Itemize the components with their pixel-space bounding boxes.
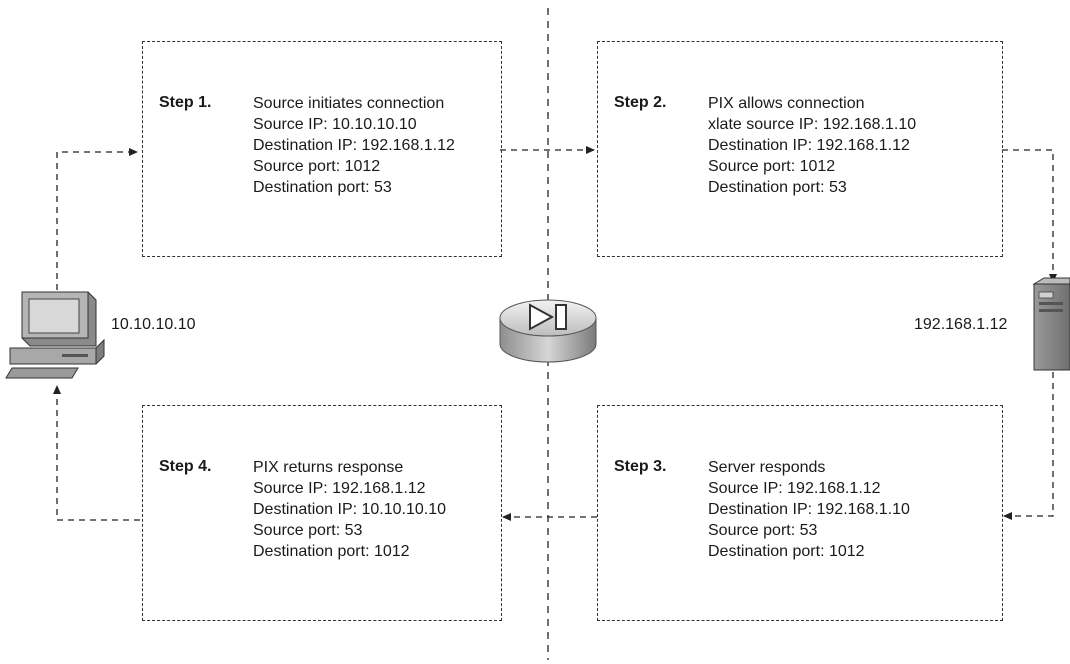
arrow-step2-to-server (1002, 149, 1057, 283)
step-2-line: Destination port: 53 (708, 179, 847, 196)
step-4-line: Destination port: 1012 (253, 543, 410, 560)
step-4-details: PIX returns response Source IP: 192.168.… (253, 457, 446, 562)
step-4-title: Step 4. (159, 458, 212, 475)
step-2-line: xlate source IP: 192.168.1.10 (708, 116, 917, 133)
step-1-title: Step 1. (159, 94, 212, 111)
arrow-server-to-step3 (1003, 372, 1054, 520)
step-1-line: Source port: 1012 (253, 158, 381, 175)
step-4-line: Source IP: 192.168.1.12 (253, 480, 426, 497)
step-3-line: Destination port: 1012 (708, 543, 865, 560)
step-4-box: Step 4. PIX returns response Source IP: … (142, 405, 502, 621)
step-1-box: Step 1. Source initiates connection Sour… (142, 41, 502, 257)
step-2-title: Step 2. (614, 94, 667, 111)
step-2-line: Destination IP: 192.168.1.12 (708, 137, 910, 154)
step-4-line: Destination IP: 10.10.10.10 (253, 501, 447, 518)
step-1-line: Source initiates connection (253, 95, 445, 112)
step-3-details: Server responds Source IP: 192.168.1.12 … (708, 457, 910, 562)
step-2-details: PIX allows connection xlate source IP: 1… (708, 93, 916, 198)
step-3-line: Source IP: 192.168.1.12 (708, 480, 881, 497)
desktop-computer-icon (5, 291, 105, 379)
arrow-step4-to-client (53, 385, 140, 521)
step-1-details: Source initiates connection Source IP: 1… (253, 93, 455, 198)
step-1-line: Destination IP: 192.168.1.12 (253, 137, 455, 154)
step-2-box: Step 2. PIX allows connection xlate sour… (597, 41, 1003, 257)
step-4-line: PIX returns response (253, 459, 404, 476)
client-ip-label: 10.10.10.10 (111, 316, 196, 333)
step-4-line: Source port: 53 (253, 522, 363, 539)
step-2-line: Source port: 1012 (708, 158, 836, 175)
arrow-client-to-step1 (56, 148, 138, 290)
step-3-title: Step 3. (614, 458, 667, 475)
step-3-line: Destination IP: 192.168.1.10 (708, 501, 910, 518)
pix-firewall-icon (499, 299, 597, 363)
step-1-line: Source IP: 10.10.10.10 (253, 116, 417, 133)
step-3-line: Server responds (708, 459, 826, 476)
step-3-box: Step 3. Server responds Source IP: 192.1… (597, 405, 1003, 621)
server-ip-label: 192.168.1.12 (914, 316, 1008, 333)
server-tower-icon (1032, 277, 1070, 371)
step-2-line: PIX allows connection (708, 95, 865, 112)
step-1-line: Destination port: 53 (253, 179, 392, 196)
step-3-line: Source port: 53 (708, 522, 818, 539)
